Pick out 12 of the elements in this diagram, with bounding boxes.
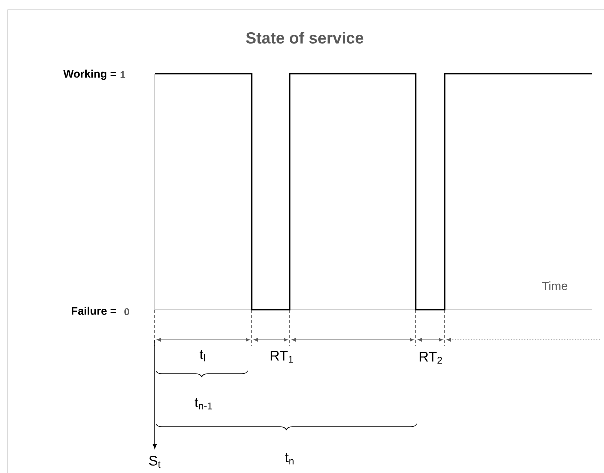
axis-label: Time xyxy=(542,282,568,290)
tick-label: 1 xyxy=(120,72,126,78)
dimension-label: RT$_{1}$ xyxy=(270,351,294,363)
dimension-label: t$_{n-1}$ xyxy=(194,398,212,410)
state-label: Failure = xyxy=(72,306,116,316)
dimension-label: RT$_{2}$ xyxy=(420,352,442,364)
state-label: Working = xyxy=(64,70,116,80)
tick-label: 0 xyxy=(124,308,130,316)
chart-title: State of service xyxy=(246,32,364,44)
dimension-label: t$_{n}$ xyxy=(285,453,294,465)
dimension-label: t$_{l}$ xyxy=(200,350,206,362)
axis-label: S$_{t}$ xyxy=(149,456,161,468)
